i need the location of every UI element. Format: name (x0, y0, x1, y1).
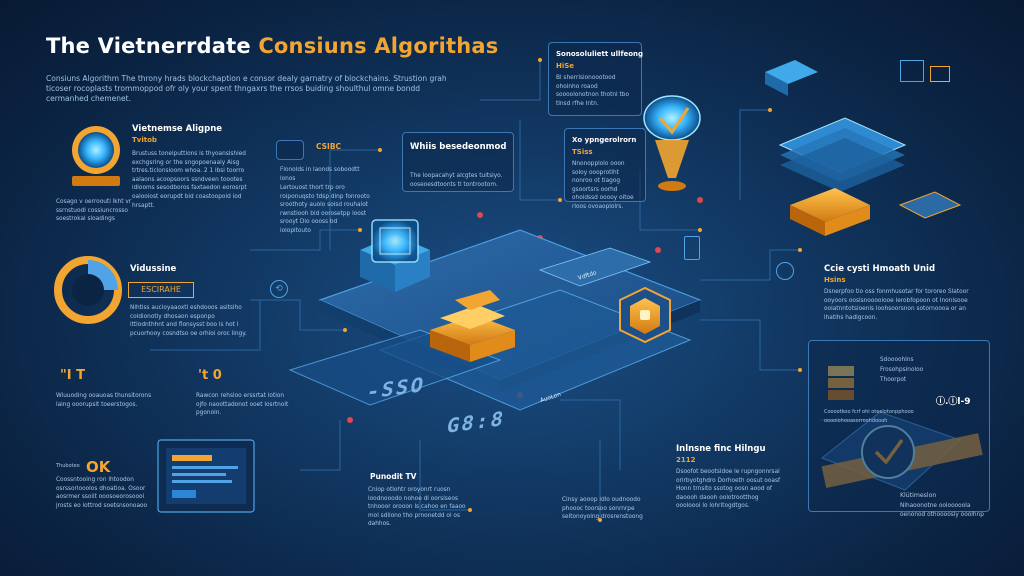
panel10-box (564, 128, 646, 202)
panel5-logo-caption: Thuboteo (56, 463, 80, 469)
page-title: The Vietnerrdate Consiuns Algorithas (46, 34, 498, 58)
stat1-body: Wiuuoding ooauoas thunsitorons laing ooo… (56, 393, 152, 408)
panel12-tag: Klütimeslon (900, 492, 937, 499)
panel9-body: Bl sherrisionoootood ohoinho roaod soooo… (556, 75, 629, 107)
panel4-heading: Vidussine (130, 264, 177, 274)
panel5-body: Coossntooing ron lhtoodon osrssorlooolos… (56, 477, 148, 509)
gear-icon (776, 262, 794, 280)
panel10-sub: TSiss (572, 148, 593, 156)
title-part-white: The Vietnerrdate (46, 34, 251, 58)
panel1-sub: Tvitob (132, 136, 157, 144)
panel10-heading: Xo ypngerolrorn (572, 136, 637, 144)
panel12-box (808, 340, 990, 512)
panel8-body: Dsoofot beootsldoe le rupngonnrsal orirb… (676, 469, 781, 510)
panel2-body: Lertouost thort trp oro roiponuqsto tdsp… (280, 185, 370, 234)
panel11-body: Dsnerpfoo tio oss fonmhusotar for torore… (824, 289, 969, 321)
panel8-sub: 2112 (676, 456, 696, 464)
panel4-bar: ESCIRAHE (128, 282, 194, 298)
page-subtitle: Consiuns Algorithm The throny hrads bloc… (46, 74, 447, 103)
panel7-body: Cinsy aooop ldlo oudnoodo phoooc toorsoo… (562, 497, 643, 521)
panel12-value: ⓘ.ⓘl-9 (936, 397, 971, 407)
panel1-caption: Cosago v oerrooutl lkht vr ssrnstuodl co… (56, 199, 132, 223)
panel10-body: Nnonopplolo ooon soloy oooprotlht nonroo… (572, 161, 634, 210)
panel1-body: Brustuss toneiputtions is thyoansishied … (132, 151, 247, 209)
share-icon: ⟲ (270, 280, 288, 298)
panel12-caption: Cooootkoo fcrf ohi oteelotonpphooo ooooi… (824, 409, 914, 424)
panel11-heading: Ccie cysti Hmoath Unid (824, 264, 936, 274)
panel11-sub: Hsins (824, 276, 846, 284)
panel3-body: The loopacahyt alcgtes tuitsiyo. ooseoes… (410, 173, 503, 188)
server-icon (900, 60, 924, 82)
panel12-c: Thoorpot (880, 377, 907, 383)
panel2-line: Flonolds in laonds soboodtt lonos (280, 167, 360, 182)
panel2-tag: CSIBC (316, 142, 342, 151)
panel9-box (548, 42, 642, 116)
panel5-logo: OK (86, 458, 111, 476)
panel8-heading: Inlnsne finc Hilngu (676, 444, 766, 454)
panel3-box (402, 132, 514, 192)
title-part-orange: Consiuns Algorithas (258, 34, 499, 58)
stat2-body: Rawcon rehsloo erssrtat lotion ojfo naoo… (196, 393, 289, 417)
panel2-chip-icon (276, 140, 304, 160)
stat1-value: "I T (60, 368, 86, 383)
panel12-a: Sdoooohlns (880, 357, 914, 363)
panel4-body: Nlhtiss aucioyaaoxtl eshdooos asitslho c… (130, 305, 247, 337)
panel12-body: Nlhaoonotne oolooooola oenonod othoooosi… (900, 503, 984, 518)
panel9-sub: HiSe (556, 62, 575, 70)
panel9-heading: Sonosoluliett ullfeong (556, 50, 644, 58)
stat2-value: 't 0 (198, 368, 222, 383)
panel12-b: Frosohpsinoloo (880, 367, 924, 373)
lock-icon (930, 66, 950, 82)
panel3-heading: Whiis besedeonmod (410, 142, 507, 152)
panel6-body: Cniop otlohtr oroyonrt ruosn loodnooodo … (368, 487, 466, 528)
panel1-heading: Vietnemse Aligpne (132, 124, 223, 134)
panel6-heading: Punodit TV (370, 472, 417, 481)
phone-icon (684, 236, 700, 260)
